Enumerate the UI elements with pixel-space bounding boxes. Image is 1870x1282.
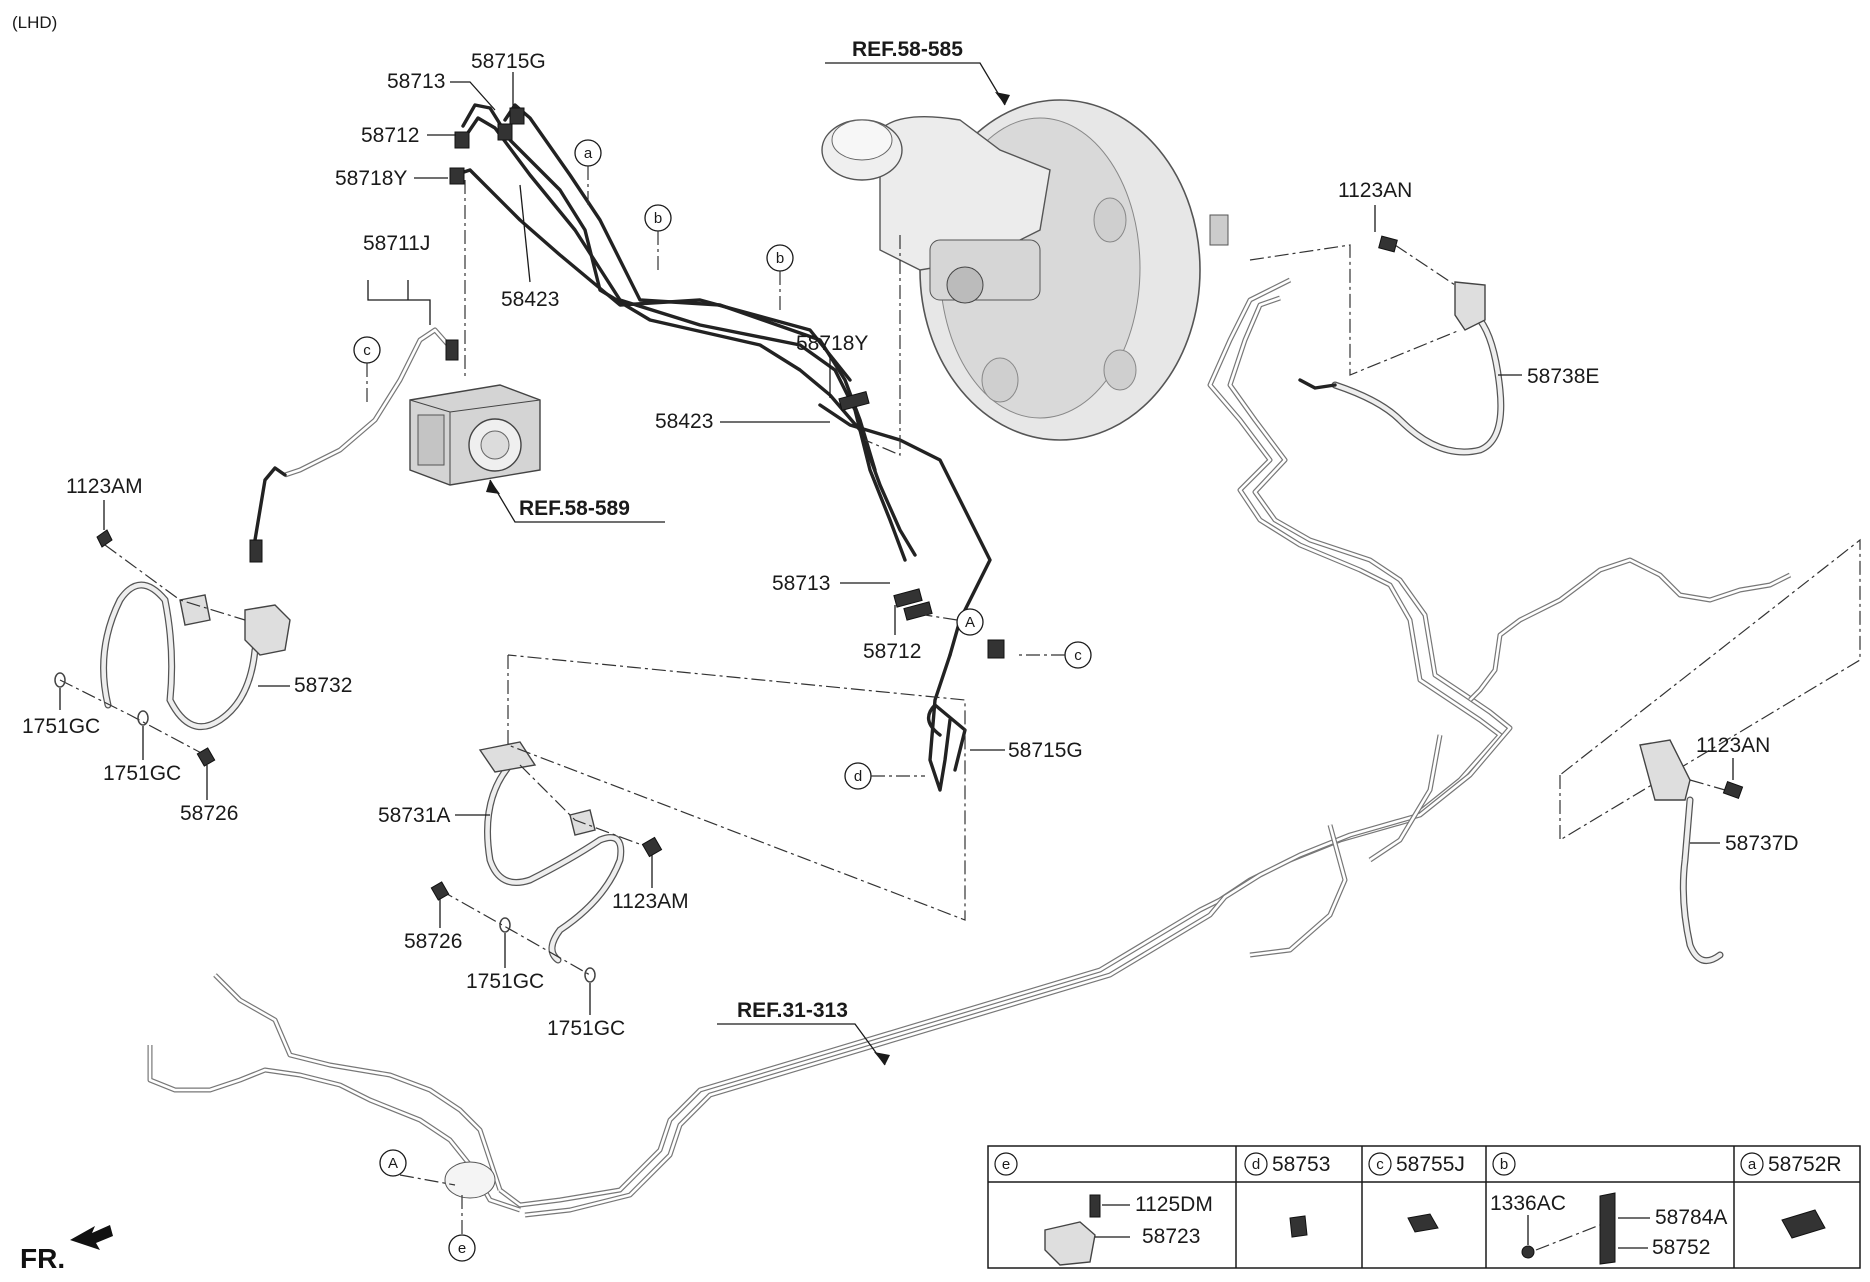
label-58732: 58732 (294, 674, 352, 697)
label-58423-top: 58423 (501, 288, 559, 311)
label-58737D: 58737D (1725, 832, 1799, 855)
legend-key-c: c (1376, 1156, 1384, 1173)
label-1751GC-rl-b: 1751GC (547, 1017, 625, 1040)
label-1751GC-fl-b: 1751GC (103, 762, 181, 785)
legend-e-part-58723: 58723 (1142, 1225, 1200, 1248)
legend-key-d: d (1252, 1156, 1260, 1173)
rear-right-hose-58737D (1639, 739, 1744, 965)
label-58712-top: 58712 (361, 124, 419, 147)
brake-booster-assembly (821, 99, 1229, 441)
marker-A-2: A (388, 1155, 398, 1172)
legend-key-b: b (1500, 1156, 1508, 1173)
abs-module (409, 384, 541, 486)
marker-A-1: A (965, 614, 975, 631)
legend-part-58752R: 58752R (1768, 1153, 1842, 1176)
ref-booster: REF.58-585 (852, 38, 963, 61)
legend-key-a: a (1748, 1156, 1757, 1173)
legend-b-part-58784A: 58784A (1655, 1206, 1727, 1229)
label-58715G-mid: 58715G (1008, 739, 1083, 762)
label-1751GC-fl-a: 1751GC (22, 715, 100, 738)
marker-d: d (854, 768, 862, 785)
label-58731A: 58731A (378, 804, 450, 827)
abs-brake-lines (449, 103, 1005, 792)
lhd-label: (LHD) (12, 13, 57, 32)
legend-key-e: e (1002, 1156, 1010, 1173)
rear-left-hose-58731A (430, 741, 663, 983)
front-arrow-icon (70, 1225, 113, 1250)
label-58711J: 58711J (363, 232, 430, 255)
label-1123AM-fl: 1123AM (66, 475, 143, 498)
legend-e-part-1125DM: 1125DM (1135, 1193, 1213, 1216)
marker-b-2: b (776, 250, 784, 267)
label-1751GC-rl-a: 1751GC (466, 970, 544, 993)
reference-markers: a b b c c d A A e (353, 139, 1092, 1262)
label-58713-top: 58713 (387, 70, 445, 93)
label-58718Y-top: 58718Y (335, 167, 407, 190)
label-1123AN-fr: 1123AN (1338, 179, 1412, 202)
marker-e: e (458, 1240, 466, 1257)
label-58726-rl: 58726 (404, 930, 462, 953)
marker-a: a (584, 145, 593, 162)
parts-legend-table: e d 58753 c 58755J b a 58752R 1125DM 587… (987, 1145, 1861, 1269)
front-right-hose-58738E (1298, 235, 1505, 456)
ref-abs-module: REF.58-589 (519, 497, 630, 520)
ref-floor-lines: REF.31-313 (737, 999, 848, 1022)
legend-part-58753: 58753 (1272, 1153, 1330, 1176)
label-58423-mid: 58423 (655, 410, 713, 433)
legend-part-58755J: 58755J (1396, 1153, 1465, 1176)
label-58713-mid: 58713 (772, 572, 830, 595)
label-58712-mid: 58712 (863, 640, 921, 663)
front-direction-indicator: FR. (20, 1225, 113, 1274)
labels: 58715G 58713 58712 58718Y 58423 58711J 5… (22, 38, 1799, 1066)
front-left-hose-58732 (54, 529, 291, 767)
legend-b-part-1336AC: 1336AC (1490, 1192, 1566, 1215)
label-58726-fl: 58726 (180, 802, 238, 825)
label-58738E: 58738E (1527, 365, 1599, 388)
marker-c-1: c (363, 342, 371, 359)
label-58718Y-mid: 58718Y (796, 332, 868, 355)
label-58715G-top: 58715G (471, 50, 546, 73)
fr-label: FR. (20, 1243, 65, 1274)
floor-brake-lines (147, 277, 1792, 1235)
legend-b-part-58752: 58752 (1652, 1236, 1710, 1259)
marker-b-1: b (654, 210, 662, 227)
line-58711J (249, 327, 459, 563)
marker-c-2: c (1074, 647, 1082, 664)
label-1123AM-rl: 1123AM (612, 890, 689, 913)
label-1123AN-rr: 1123AN (1696, 734, 1770, 757)
